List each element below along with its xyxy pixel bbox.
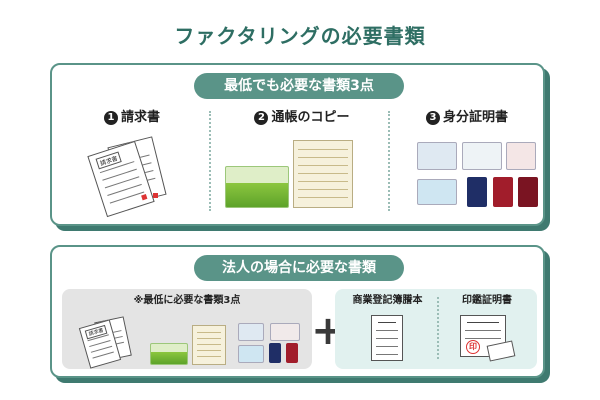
registry-label: 商業登記簿謄本	[352, 295, 423, 306]
registry-document-illustration	[371, 315, 403, 361]
mini-my-number-card	[270, 323, 300, 341]
mini-insurance-card	[238, 345, 264, 363]
number-badge-3: 3	[425, 111, 440, 125]
seal-certificate-label: 印鑑証明書	[462, 295, 512, 306]
minimum-documents-note: ※最低に必要な書類3点	[133, 295, 241, 306]
license-card-illustration	[417, 142, 457, 170]
page-title: ファクタリングの必要書類	[174, 24, 426, 48]
invoice-label: 請求書	[120, 110, 160, 125]
seal-stamp-icon: 印	[466, 340, 480, 354]
mini-passbook-page	[192, 325, 226, 365]
passport-blue-icon	[467, 177, 487, 207]
id-label: 身分証明書	[442, 110, 508, 125]
residence-card-illustration	[506, 142, 536, 170]
passbook-label: 通帳のコピー	[271, 110, 350, 125]
minimum-documents-summary-box: ※最低に必要な書類3点 請求書	[62, 289, 312, 369]
mini-passbook-cover	[150, 343, 188, 365]
passbook-page-illustration	[293, 140, 353, 208]
corporate-extra-documents-box: 商業登記簿謄本 印鑑証明書 印	[335, 289, 537, 369]
insurance-card-illustration	[417, 179, 457, 205]
mini-passport-red-icon	[286, 343, 298, 363]
invoice-stamp-mark	[153, 193, 158, 198]
mini-license-card	[238, 323, 264, 341]
corporate-box-divider	[437, 297, 439, 359]
column-divider-1	[209, 111, 211, 211]
passport-dark-red-icon	[518, 177, 538, 207]
my-number-card-illustration	[462, 142, 502, 170]
corporate-documents-panel: 法人の場合に必要な書類 ※最低に必要な書類3点 請求書 + 商業登記簿謄本 印鑑…	[50, 245, 545, 378]
minimum-documents-heading: 最低でも必要な書類3点	[194, 73, 404, 99]
number-badge-2: 2	[254, 111, 269, 125]
corporate-documents-heading: 法人の場合に必要な書類	[194, 255, 404, 281]
number-badge-1: 1	[103, 111, 118, 125]
passbook-cover-illustration	[225, 166, 289, 208]
column-divider-2	[388, 111, 390, 211]
mini-passport-blue-icon	[269, 343, 281, 363]
passport-red-icon	[493, 177, 513, 207]
